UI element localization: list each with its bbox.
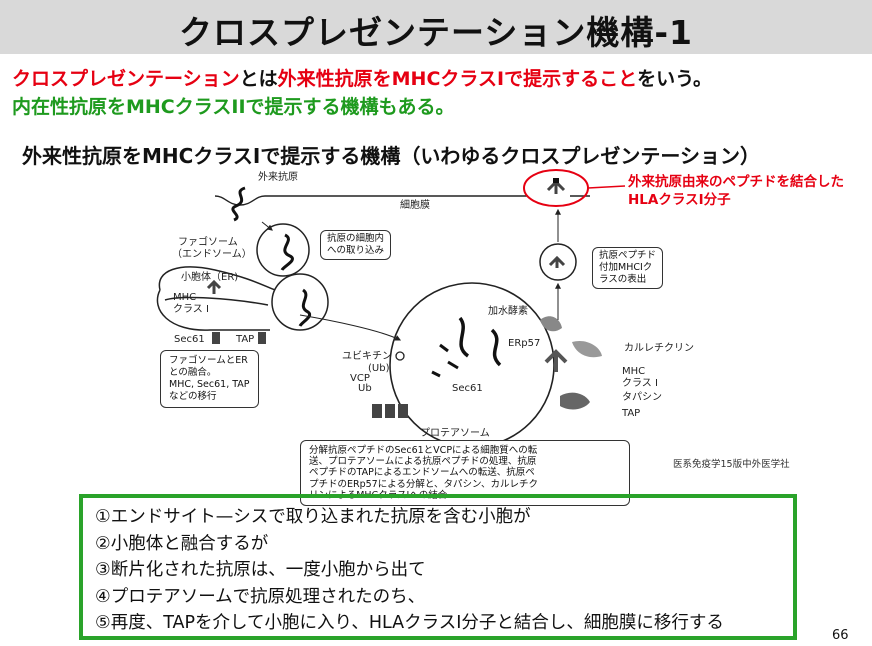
label-tap-inner: TAP xyxy=(622,408,641,419)
mechanism-line-1: 分解抗原ペプチドのSec61とVCPによる細胞質への転 xyxy=(309,445,538,456)
ubiquitin-circle xyxy=(395,351,405,361)
presentation-note: 抗原ペプチド 付加MHCIク ラスの表出 xyxy=(592,247,664,289)
label-mhc-class1-inner: MHC xyxy=(622,366,646,377)
source-citation: 医系免疫学15版中外医学社 xyxy=(673,459,790,470)
hla-callout-leader xyxy=(587,185,626,189)
step-3: ③断片化された抗原は、一度小胞から出て xyxy=(95,560,426,580)
label-ub-1: (Ub) xyxy=(368,363,390,374)
label-er: 小胞体（ER) xyxy=(181,272,239,283)
hla-callout-line-1: 外来抗原由来のペプチドを結合した xyxy=(628,174,844,190)
page-number: 66 xyxy=(832,628,849,643)
intro-line-1: クロスプレゼンテーションとは外来性抗原をMHCクラスIで提示することをいう。 xyxy=(12,64,712,91)
diagram-subheading: 外来性抗原をMHCクラスIで提示する機構（いわゆるクロスプレゼンテーション） xyxy=(22,144,760,168)
label-exogenous-antigen: 外来抗原 xyxy=(258,172,298,183)
label-cell-membrane: 細胞膜 xyxy=(400,200,430,211)
mechanism-line-4: プチドのERp57による分解と、タパシン、カルレチク xyxy=(309,478,538,490)
label-ub-2: Ub xyxy=(358,383,372,394)
label-ubiquitin: ユビキチン xyxy=(342,351,392,362)
calreticulin-shape xyxy=(572,340,602,358)
tap-shape-inner xyxy=(560,392,590,410)
label-tap: TAP xyxy=(236,334,255,345)
presentation-line-3: ラスの表出 xyxy=(599,274,647,285)
label-calreticulin: カルレチクリン xyxy=(624,343,694,354)
antigen-uptake-line-1: 抗原の細胞内 xyxy=(327,233,385,244)
hla-class1-membrane xyxy=(546,179,566,194)
er-fusion-vesicle xyxy=(271,273,329,331)
mhc-shape-inner xyxy=(544,349,568,372)
phagosome-antigen xyxy=(280,233,294,271)
intro-ending: をいう。 xyxy=(637,68,712,90)
antigen-uptake-line-2: への取り込み xyxy=(327,245,385,256)
antigen-squiggle xyxy=(231,186,246,222)
mechanism-line-3: ペプチドのTAPによるエンドソームへの転送、抗原ペ xyxy=(309,467,535,479)
presentation-vesicle xyxy=(539,243,577,281)
label-erp57: ERp57 xyxy=(508,338,541,349)
label-phagosome: ファゴソーム xyxy=(178,237,238,248)
intro-connector: とは xyxy=(239,68,278,90)
label-sec61-inner: Sec61 xyxy=(452,383,483,394)
mechanism-line-2: 送、プロテアソームによる抗原ペプチドの処理、抗原 xyxy=(309,456,537,468)
fusion-line-1: ファゴソームとER xyxy=(169,355,248,366)
tap-channel xyxy=(258,332,266,344)
slide-title: クロスプレゼンテーション機構-1 xyxy=(179,13,693,52)
erp57-shape xyxy=(540,316,562,332)
step-1: ①エンドサイト—シスで取り込まれた抗原を含む小胞が xyxy=(95,507,531,527)
label-mhc: MHC xyxy=(173,292,197,303)
hla-callout: 外来抗原由来のペプチドを結合した HLAクラスI分子 xyxy=(628,173,844,209)
steps-box: ①エンドサイト—シスで取り込まれた抗原を含む小胞が ②小胞体と融合するが ③断片… xyxy=(79,494,797,640)
intro-definition: 外来性抗原をMHCクラスIで提示すること xyxy=(277,68,638,90)
presentation-line-1: 抗原ペプチド xyxy=(599,250,657,261)
step-4: ④プロテアソームで抗原処理されたのち、 xyxy=(95,586,426,607)
phagosome-vesicle xyxy=(256,223,310,277)
intro-line-2: 内在性抗原をMHCクラスIIで提示する機構もある。 xyxy=(12,96,455,118)
label-vcp: VCP xyxy=(350,373,370,384)
endosome-large xyxy=(389,282,555,448)
proteasome-shape xyxy=(372,404,408,418)
fusion-line-2: との融合。 xyxy=(169,367,217,378)
label-class1-inner: クラス I xyxy=(622,378,658,389)
hla-callout-line-2: HLAクラスI分子 xyxy=(628,192,731,208)
step-2: ②小胞体と融合するが xyxy=(95,533,269,554)
antigen-uptake-note: 抗原の細胞内 への取り込み xyxy=(320,230,392,260)
presentation-line-2: 付加MHCIク xyxy=(599,262,653,273)
label-tapasin: タパシン xyxy=(622,392,662,403)
hla-callout-highlight xyxy=(523,169,589,207)
fusion-line-4: などの移行 xyxy=(169,391,217,402)
fusion-note: ファゴソームとER との融合。 MHC, Sec61, TAP などの移行 xyxy=(160,350,259,408)
sec61-channel xyxy=(212,332,220,344)
label-sec61: Sec61 xyxy=(174,334,205,345)
label-hydrolase: 加水酵素 xyxy=(488,306,528,317)
title-bar xyxy=(0,0,872,54)
intro-term: クロスプレゼンテーション xyxy=(12,68,240,90)
fusion-line-3: MHC, Sec61, TAP xyxy=(169,379,250,390)
step-5: ⑤再度、TAPを介して小胞に入り、HLAクラスI分子と結合し、細胞膜に移行する xyxy=(95,613,724,633)
label-class1: クラス I xyxy=(173,304,209,315)
label-endosome: （エンドソーム） xyxy=(172,249,252,260)
label-proteasome: プロテアソーム xyxy=(420,428,490,439)
